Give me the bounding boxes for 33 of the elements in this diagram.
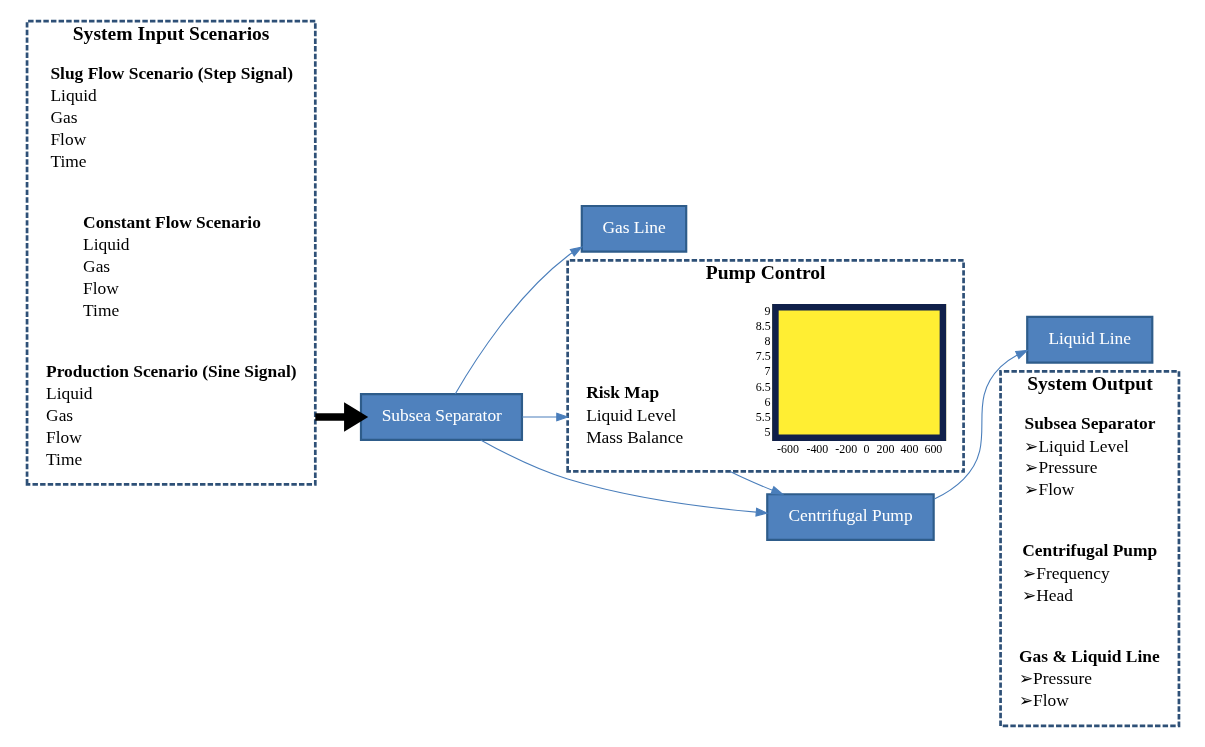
label: 7.5 xyxy=(755,349,771,364)
node-box: Liquid Line xyxy=(1025,315,1153,364)
label: 5 xyxy=(764,425,771,440)
node-box: Gas Line xyxy=(580,204,687,253)
label: 6 xyxy=(764,394,771,409)
label: 7 xyxy=(764,364,771,379)
arrow xyxy=(729,470,784,495)
node-text: Subsea Separator ➢Liquid Level ➢Pressure ➢Flow xyxy=(1023,412,1155,500)
node-box: Subsea Separator xyxy=(359,393,523,441)
node-text: Production Scenario (Sine Signal) Liquid Gas Flow Time xyxy=(45,360,297,469)
label: 8.5 xyxy=(755,318,771,333)
node-text: Slug Flow Scenario (Step Signal) Liquid Gas Flow Time xyxy=(49,62,293,171)
arrow xyxy=(932,349,1029,500)
label: -200 xyxy=(834,441,857,456)
label: 600 xyxy=(923,441,942,456)
label: -600 xyxy=(776,441,799,456)
arrow xyxy=(479,439,769,517)
label: 6.5 xyxy=(755,379,771,394)
label: -400 xyxy=(805,441,828,456)
label: 400 xyxy=(899,441,918,456)
arrow xyxy=(521,412,569,422)
node-text: Centrifugal Pump ➢Frequency ➢Head xyxy=(1021,540,1157,605)
label: 5.5 xyxy=(755,410,771,425)
arrow xyxy=(314,402,368,432)
label: 0 xyxy=(863,441,869,456)
label: 8 xyxy=(764,334,771,348)
arrow xyxy=(454,246,583,395)
node-text: Constant Flow Scenario Liquid Gas Flow Time xyxy=(82,211,261,320)
label: 200 xyxy=(876,441,894,456)
node-text: Risk Map Liquid Level Mass Balance xyxy=(585,382,683,447)
node-text: Gas & Liquid Line ➢Pressure ➢Flow xyxy=(1018,645,1160,711)
label: 9 xyxy=(764,303,771,318)
node-box: Centrifugal Pump xyxy=(765,493,935,541)
